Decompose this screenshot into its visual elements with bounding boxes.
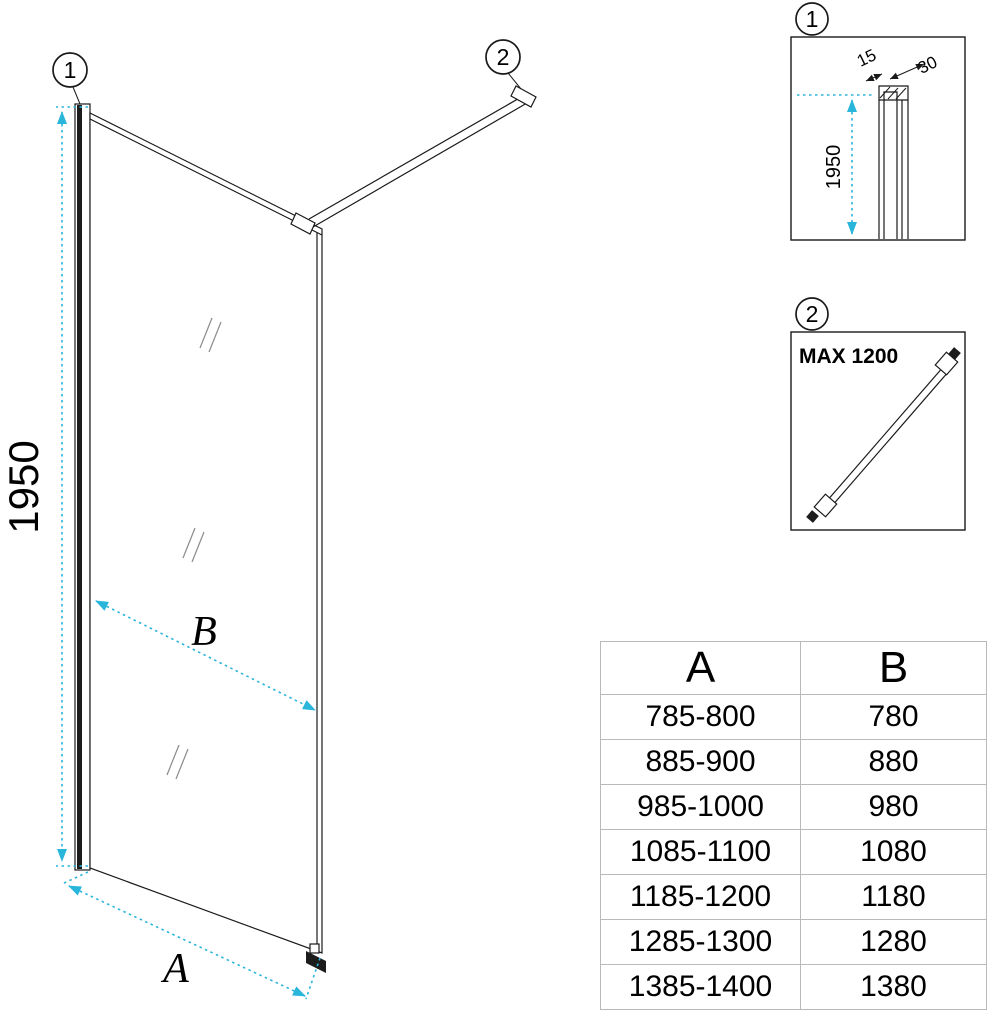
size-table-header-a: A xyxy=(600,641,801,695)
cell-a: 1185-1200 xyxy=(600,874,801,920)
detail-profile-callout-circle xyxy=(795,2,829,36)
size-table: A B 785-800 780 885-900 880 985-1000 980… xyxy=(600,641,987,1010)
cell-a: 1385-1400 xyxy=(600,964,801,1010)
profile-height-value: 1950 xyxy=(823,145,845,190)
cell-a: 785-800 xyxy=(600,694,801,740)
table-row: 1385-1400 1380 xyxy=(600,964,987,1010)
callout-1-circle xyxy=(52,52,88,88)
cell-b: 980 xyxy=(800,784,987,830)
detail-profile-callout-number: 1 xyxy=(806,6,819,32)
bar-drawing xyxy=(806,347,961,523)
cell-b: 880 xyxy=(800,739,987,785)
glass-clamp xyxy=(290,212,316,235)
cell-a: 1285-1300 xyxy=(600,919,801,965)
callout-1: 1 xyxy=(52,52,88,105)
profile-section-drawing xyxy=(878,85,909,239)
cell-a: 1085-1100 xyxy=(600,829,801,875)
detail-bar: MAX 1200 2 xyxy=(790,297,966,531)
height-dimension-value: 1950 xyxy=(0,440,47,533)
cell-b: 1180 xyxy=(800,874,987,920)
glass-panel xyxy=(89,112,323,954)
table-row: 985-1000 980 xyxy=(600,784,987,830)
size-table-header-b: B xyxy=(800,641,987,695)
detail-profile: 15 30 1950 1 xyxy=(790,2,966,241)
cell-b: 1080 xyxy=(800,829,987,875)
glass-reflections xyxy=(166,317,222,780)
profile-height-dimension: 1950 xyxy=(797,94,874,235)
callout-2: 2 xyxy=(485,39,522,90)
support-bar xyxy=(290,85,537,235)
table-row: 885-900 880 xyxy=(600,739,987,785)
cell-b: 1380 xyxy=(800,964,987,1010)
glass-width-dimension: B xyxy=(95,600,316,711)
floor-foot xyxy=(306,943,326,973)
cell-a: 985-1000 xyxy=(600,784,801,830)
detail-profile-callout: 1 xyxy=(795,2,829,36)
cell-b: 1280 xyxy=(800,919,987,965)
detail-profile-frame xyxy=(790,36,966,241)
main-diagram: 1 2 1950 B xyxy=(0,39,537,1000)
callout-2-circle xyxy=(485,39,521,75)
table-row: 1285-1300 1280 xyxy=(600,919,987,965)
max-length-label: MAX 1200 xyxy=(799,345,898,368)
wall-profile xyxy=(74,103,91,871)
cell-b: 780 xyxy=(800,694,987,740)
callout-1-number: 1 xyxy=(64,57,77,83)
callout-2-number: 2 xyxy=(497,44,510,70)
height-dimension: 1950 xyxy=(0,106,88,867)
detail-bar-callout: 2 xyxy=(795,297,829,331)
detail-bar-callout-number: 2 xyxy=(806,301,819,327)
table-row: 1185-1200 1180 xyxy=(600,874,987,920)
cell-a: 885-900 xyxy=(600,739,801,785)
size-table-header-row: A B xyxy=(600,641,987,695)
wall-bracket xyxy=(510,85,537,108)
total-width-dimension: A xyxy=(61,871,321,1000)
table-row: 785-800 780 xyxy=(600,694,987,740)
table-row: 1085-1100 1080 xyxy=(600,829,987,875)
total-width-label: A xyxy=(160,946,189,992)
detail-bar-callout-circle xyxy=(795,297,829,331)
glass-width-label: B xyxy=(191,609,217,655)
